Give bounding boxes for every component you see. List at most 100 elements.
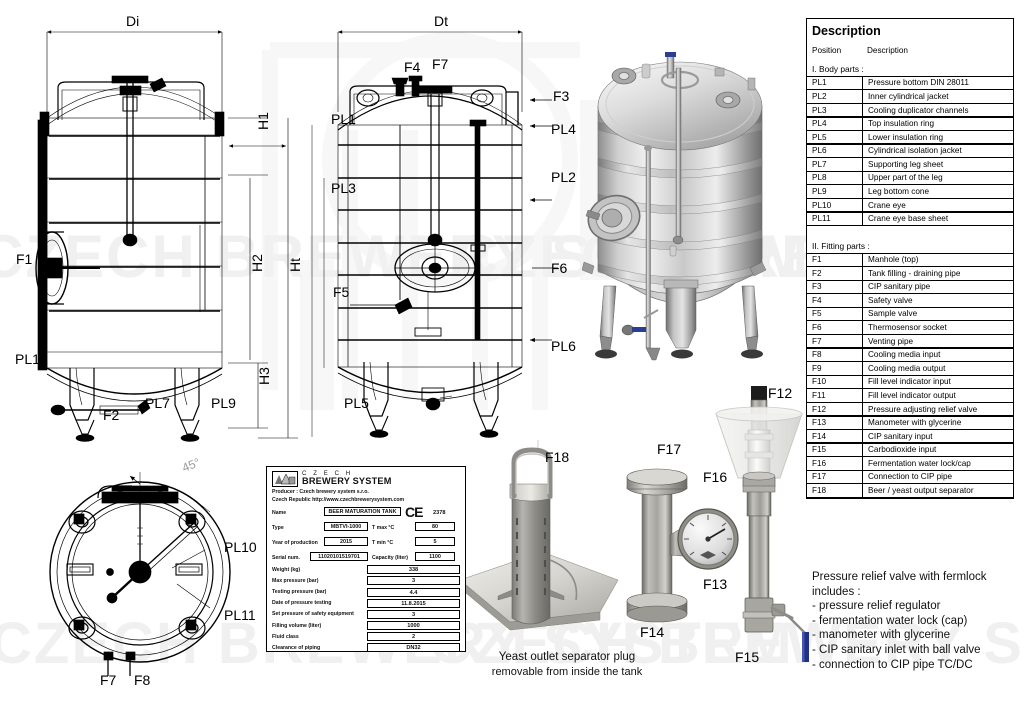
nameplate-row-value: 11.8.2015 xyxy=(367,598,460,608)
callout-f14: F14 xyxy=(640,624,665,640)
nameplate-row-value: DN32 xyxy=(367,643,460,653)
relief-note-item: - fermentation water lock (cap) xyxy=(812,614,968,627)
row-position: F6 xyxy=(807,321,863,334)
row-description: Pressure bottom DIN 28011 xyxy=(868,78,969,88)
row-position: F7 xyxy=(807,335,863,348)
dimension-label-h3: H3 xyxy=(256,367,272,385)
row-description: Thermosensor socket xyxy=(868,323,947,333)
nameplate-brand-line1: C Z E C H xyxy=(302,471,353,478)
row-description: Leg bottom cone xyxy=(868,187,929,197)
nameplate-row-value: 2 xyxy=(367,632,460,642)
nameplate-row-value: 4.4 xyxy=(367,587,460,597)
callout-pl11: PL11 xyxy=(224,607,256,623)
row-description: Inner cylindrical jacket xyxy=(868,91,949,101)
yeast-caption-line2: removable from inside the tank xyxy=(491,665,643,678)
callout-pl1-front: PL1 xyxy=(15,351,40,367)
table-spacer xyxy=(807,226,1013,236)
yeast-separator-render xyxy=(459,440,619,631)
nameplate-value-name: BEER MATURATION TANK xyxy=(324,507,401,517)
table-row: F11 Fill level indicator output xyxy=(807,388,1013,403)
nameplate-ce-number: 2378 xyxy=(433,510,446,517)
callout-f6: F6 xyxy=(551,260,568,276)
nameplate-label-type: Type xyxy=(272,525,284,532)
relief-note-item: - pressure relief regulator xyxy=(812,600,941,613)
nameplate-producer-line2: Czech Republic http://www.czechbrewerysy… xyxy=(272,496,405,503)
row-description: CIP sanitary input xyxy=(868,431,933,441)
row-description: Fill level indicator input xyxy=(868,377,951,387)
nameplate-row-label: Set pressure of safety equipment xyxy=(272,611,354,618)
nameplate-value-tmax: 80 xyxy=(415,522,455,532)
callout-f15: F15 xyxy=(735,649,760,665)
row-position: F17 xyxy=(807,470,863,484)
dimension-label-di: Di xyxy=(126,13,140,29)
dimension-label-h2: H2 xyxy=(249,254,265,272)
row-position: F11 xyxy=(807,389,863,402)
nameplate-label-name: Name xyxy=(272,510,287,517)
nameplate-logo: C Z E C H BREWERY SYSTEM xyxy=(272,471,460,487)
callout-pl3: PL3 xyxy=(331,180,356,196)
row-position: PL2 xyxy=(807,90,863,103)
row-position: F5 xyxy=(807,307,863,321)
nameplate-label-serial: Serial num. xyxy=(272,555,300,562)
row-description: Safety valve xyxy=(868,295,913,305)
row-position: F1 xyxy=(807,253,863,266)
ce-mark-icon: CE xyxy=(405,504,423,521)
row-position: F16 xyxy=(807,457,863,470)
row-description: Cylindrical isolation jacket xyxy=(868,146,962,156)
row-position: PL1 xyxy=(807,76,863,90)
product-nameplate: C Z E C H BREWERY SYSTEM Producer : Czec… xyxy=(266,466,466,653)
callout-f8-top: F8 xyxy=(134,672,151,688)
dimension-label-dt: Dt xyxy=(434,13,448,29)
callout-f3: F3 xyxy=(553,88,570,104)
tank-3d-render xyxy=(582,52,767,361)
relief-note-item: - connection to CIP pipe TC/DC xyxy=(812,658,973,671)
yeast-separator-caption: Yeast outlet separator plug removable fr… xyxy=(462,650,672,679)
nameplate-value-tmin: 5 xyxy=(415,537,455,547)
relief-note-item: - CIP sanitary inlet with ball valve xyxy=(812,643,981,656)
row-position: PL8 xyxy=(807,171,863,185)
row-description: Upper part of the leg xyxy=(868,173,943,183)
callout-f7-top: F7 xyxy=(100,672,117,688)
nameplate-row: Date of pressure testing 11.8.2015 xyxy=(272,598,460,609)
callout-pl4: PL4 xyxy=(551,121,576,137)
row-description: Tank filling - draining pipe xyxy=(868,268,961,278)
nameplate-row-label: Clearance of piping xyxy=(272,644,321,651)
table-row: PL8 Upper part of the leg xyxy=(807,170,1013,186)
callout-f13: F13 xyxy=(703,576,728,592)
row-description: Cooling duplicator channels xyxy=(868,105,969,115)
row-position: F9 xyxy=(807,362,863,375)
nameplate-row: Weight (kg) 338 xyxy=(272,564,460,575)
nameplate-row-label: Testing pressure (bar) xyxy=(272,589,327,596)
row-position: F3 xyxy=(807,280,863,294)
callout-pl1-section: PL1 xyxy=(331,111,356,127)
row-description: Manometer with glycerine xyxy=(868,418,962,428)
callout-pl6: PL6 xyxy=(551,338,576,354)
callout-f7-section: F7 xyxy=(432,56,449,72)
fermlock-valve-render xyxy=(715,386,809,662)
row-description: Fill level indicator output xyxy=(868,390,956,400)
row-description: Pressure adjusting relief valve xyxy=(868,404,978,414)
column-header-description: Description xyxy=(867,46,908,55)
nameplate-producer-line1: Producer : Czech brewery system s.r.o. xyxy=(272,489,369,495)
callout-f12: F12 xyxy=(768,385,793,401)
row-position: F2 xyxy=(807,267,863,280)
row-position: PL5 xyxy=(807,131,863,144)
pressure-relief-note: Pressure relief valve with fermlock incl… xyxy=(812,570,1022,672)
row-position: F18 xyxy=(807,484,863,497)
row-description: Beer / yeast output separator xyxy=(868,485,974,495)
table-row: PL2 Inner cylindrical jacket xyxy=(807,89,1013,104)
callout-pl2: PL2 xyxy=(551,169,576,185)
column-header-position: Position xyxy=(812,46,842,55)
